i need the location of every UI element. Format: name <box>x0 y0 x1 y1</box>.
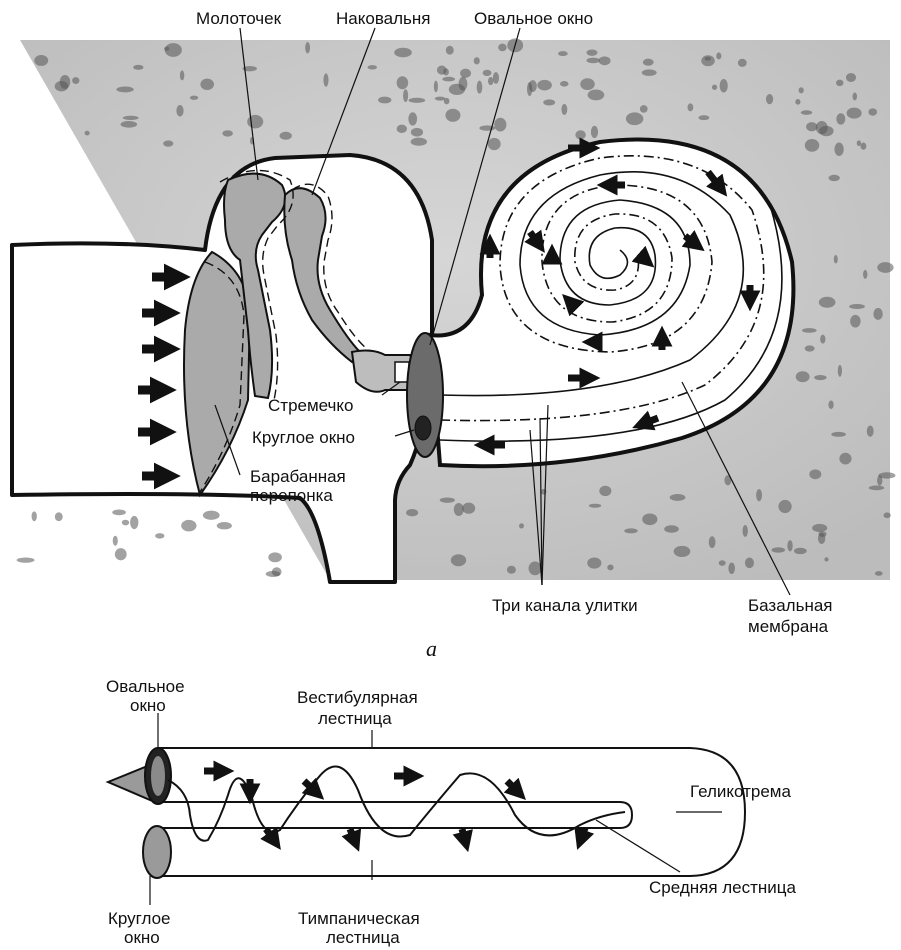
label-middle-scala: Средняя лестница <box>649 878 797 897</box>
label-vestibular-2: лестница <box>318 709 392 728</box>
label-vestibular-1: Вестибулярная <box>297 688 418 707</box>
round-window <box>415 416 431 440</box>
label-basilar-1: Базальная <box>748 596 833 615</box>
label-incus: Наковальня <box>336 9 430 28</box>
label-helicotrema: Геликотрема <box>690 782 791 801</box>
caption-a: а <box>426 636 437 661</box>
label-oval-window-b-1: Овальное <box>106 677 185 696</box>
cochlea-tube <box>158 748 745 876</box>
ear-horn <box>108 765 150 800</box>
label-eardrum-1: Барабанная <box>250 467 346 486</box>
label-eardrum-2: перепонка <box>250 486 333 505</box>
label-basilar-2: мембрана <box>748 617 829 636</box>
figure-b: Овальное окно Вестибулярная лестница Гел… <box>106 677 797 947</box>
label-round-window-b-1: Круглое <box>108 909 171 928</box>
label-stapes: Стремечко <box>268 396 354 415</box>
label-round-window: Круглое окно <box>252 428 355 447</box>
label-malleus: Молоточек <box>196 9 282 28</box>
label-round-window-b-2: окно <box>124 928 160 947</box>
oval-window-b-inner <box>151 756 165 796</box>
label-oval-window: Овальное окно <box>474 9 593 28</box>
round-window-b <box>143 826 171 878</box>
label-three-canals: Три канала улитки <box>492 596 638 615</box>
figure-a: Молоточек Наковальня Овальное окно Стрем… <box>12 9 895 661</box>
label-tympanic-1: Тимпаническая <box>298 909 420 928</box>
label-tympanic-2: лестница <box>326 928 400 947</box>
label-oval-window-b-2: окно <box>130 696 166 715</box>
